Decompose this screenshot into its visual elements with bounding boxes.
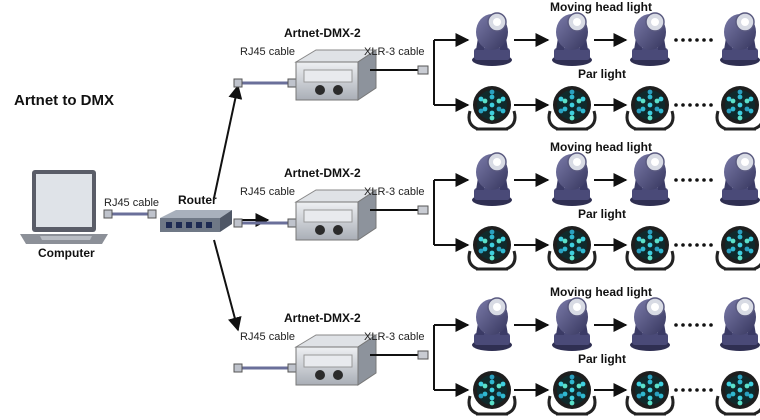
- continuation-dot: [702, 178, 706, 182]
- continuation-dot: [709, 178, 713, 182]
- par-light-icon: [547, 371, 597, 416]
- par-light-icon: [467, 371, 517, 416]
- xlr-3-cable-label: XLR-3 cable: [364, 331, 425, 343]
- par-light-icon: [715, 371, 760, 416]
- moving-head-light-icon: [552, 152, 592, 206]
- par-light-label: Par light: [578, 352, 627, 366]
- par-light-icon: [625, 226, 675, 271]
- continuation-dot: [695, 388, 699, 392]
- router-arrow-up: [213, 84, 243, 199]
- artnet-dmx-2-node: [294, 189, 378, 241]
- par-light-label: Par light: [578, 207, 627, 221]
- continuation-dot: [674, 323, 678, 327]
- rj45-cable: [233, 78, 297, 88]
- moving-head-light-icon: [630, 12, 670, 66]
- xlr-3-cable-label: XLR-3 cable: [364, 186, 425, 198]
- continuation-dot: [695, 323, 699, 327]
- artnet-dmx-2-node: [294, 334, 378, 386]
- par-light-icon: [547, 86, 597, 131]
- continuation-dot: [681, 178, 685, 182]
- branch-1: [233, 12, 760, 131]
- rj45-cable-label: RJ45 cable: [240, 46, 296, 58]
- par-light-icon: [467, 86, 517, 131]
- continuation-dot: [688, 243, 692, 247]
- moving-head-light-icon: [552, 12, 592, 66]
- par-light-icon: [467, 226, 517, 271]
- continuation-dot: [674, 388, 678, 392]
- continuation-dot: [695, 178, 699, 182]
- computer-rj45-cable: [103, 209, 157, 219]
- router-icon: [160, 210, 232, 232]
- artnet-dmx-2-label: Artnet-DMX-2: [284, 26, 361, 40]
- moving-head-light-icon: [472, 12, 512, 66]
- continuation-dot: [695, 38, 699, 42]
- branch-3: [233, 297, 760, 416]
- xlr-3-cable: [370, 65, 429, 75]
- par-light-icon: [547, 226, 597, 271]
- moving-head-light-icon: [720, 152, 760, 206]
- continuation-dot: [688, 178, 692, 182]
- continuation-dot: [688, 388, 692, 392]
- par-light-icon: [625, 371, 675, 416]
- moving-head-light-icon: [630, 297, 670, 351]
- moving-head-light-icon: [720, 297, 760, 351]
- continuation-dot: [674, 103, 678, 107]
- artnet-dmx-2-label: Artnet-DMX-2: [284, 166, 361, 180]
- continuation-dot: [681, 38, 685, 42]
- moving-head-light-label: Moving head light: [550, 140, 652, 154]
- computer-label: Computer: [38, 246, 95, 260]
- continuation-dot: [688, 38, 692, 42]
- par-light-icon: [625, 86, 675, 131]
- xlr-3-cable-label: XLR-3 cable: [364, 46, 425, 58]
- continuation-dot: [674, 243, 678, 247]
- moving-head-light-icon: [720, 12, 760, 66]
- rj45-cable: [233, 363, 297, 373]
- continuation-dot: [695, 243, 699, 247]
- rj45-cable-label: RJ45 cable: [240, 331, 296, 343]
- router-label: Router: [178, 193, 217, 207]
- diagram-title: Artnet to DMX: [14, 92, 114, 109]
- continuation-dot: [674, 178, 678, 182]
- continuation-dot: [702, 243, 706, 247]
- computer-icon: [20, 170, 108, 244]
- xlr-3-cable: [370, 350, 429, 360]
- continuation-dot: [681, 103, 685, 107]
- continuation-dot: [709, 388, 713, 392]
- artnet-dmx-2-node: [294, 49, 378, 101]
- continuation-dot: [702, 388, 706, 392]
- continuation-dot: [688, 323, 692, 327]
- moving-head-light-icon: [472, 297, 512, 351]
- continuation-dot: [702, 38, 706, 42]
- continuation-dot: [709, 103, 713, 107]
- continuation-dot: [695, 103, 699, 107]
- moving-head-light-label: Moving head light: [550, 285, 652, 299]
- par-light-icon: [715, 226, 760, 271]
- continuation-dot: [681, 243, 685, 247]
- computer-cable-label: RJ45 cable: [104, 197, 160, 209]
- par-light-icon: [715, 86, 760, 131]
- continuation-dot: [674, 38, 678, 42]
- rj45-cable: [233, 218, 297, 228]
- xlr-3-cable: [370, 205, 429, 215]
- artnet-dmx-2-label: Artnet-DMX-2: [284, 311, 361, 325]
- continuation-dot: [709, 38, 713, 42]
- continuation-dot: [681, 323, 685, 327]
- continuation-dot: [709, 243, 713, 247]
- moving-head-light-icon: [472, 152, 512, 206]
- moving-head-light-icon: [552, 297, 592, 351]
- continuation-dot: [702, 103, 706, 107]
- moving-head-light-label: Moving head light: [550, 0, 652, 14]
- rj45-cable-label: RJ45 cable: [240, 186, 296, 198]
- continuation-dot: [681, 388, 685, 392]
- branch-2: [233, 152, 760, 271]
- moving-head-light-icon: [630, 152, 670, 206]
- continuation-dot: [709, 323, 713, 327]
- continuation-dot: [688, 103, 692, 107]
- router-arrow-down: [213, 239, 242, 332]
- par-light-label: Par light: [578, 67, 627, 81]
- continuation-dot: [702, 323, 706, 327]
